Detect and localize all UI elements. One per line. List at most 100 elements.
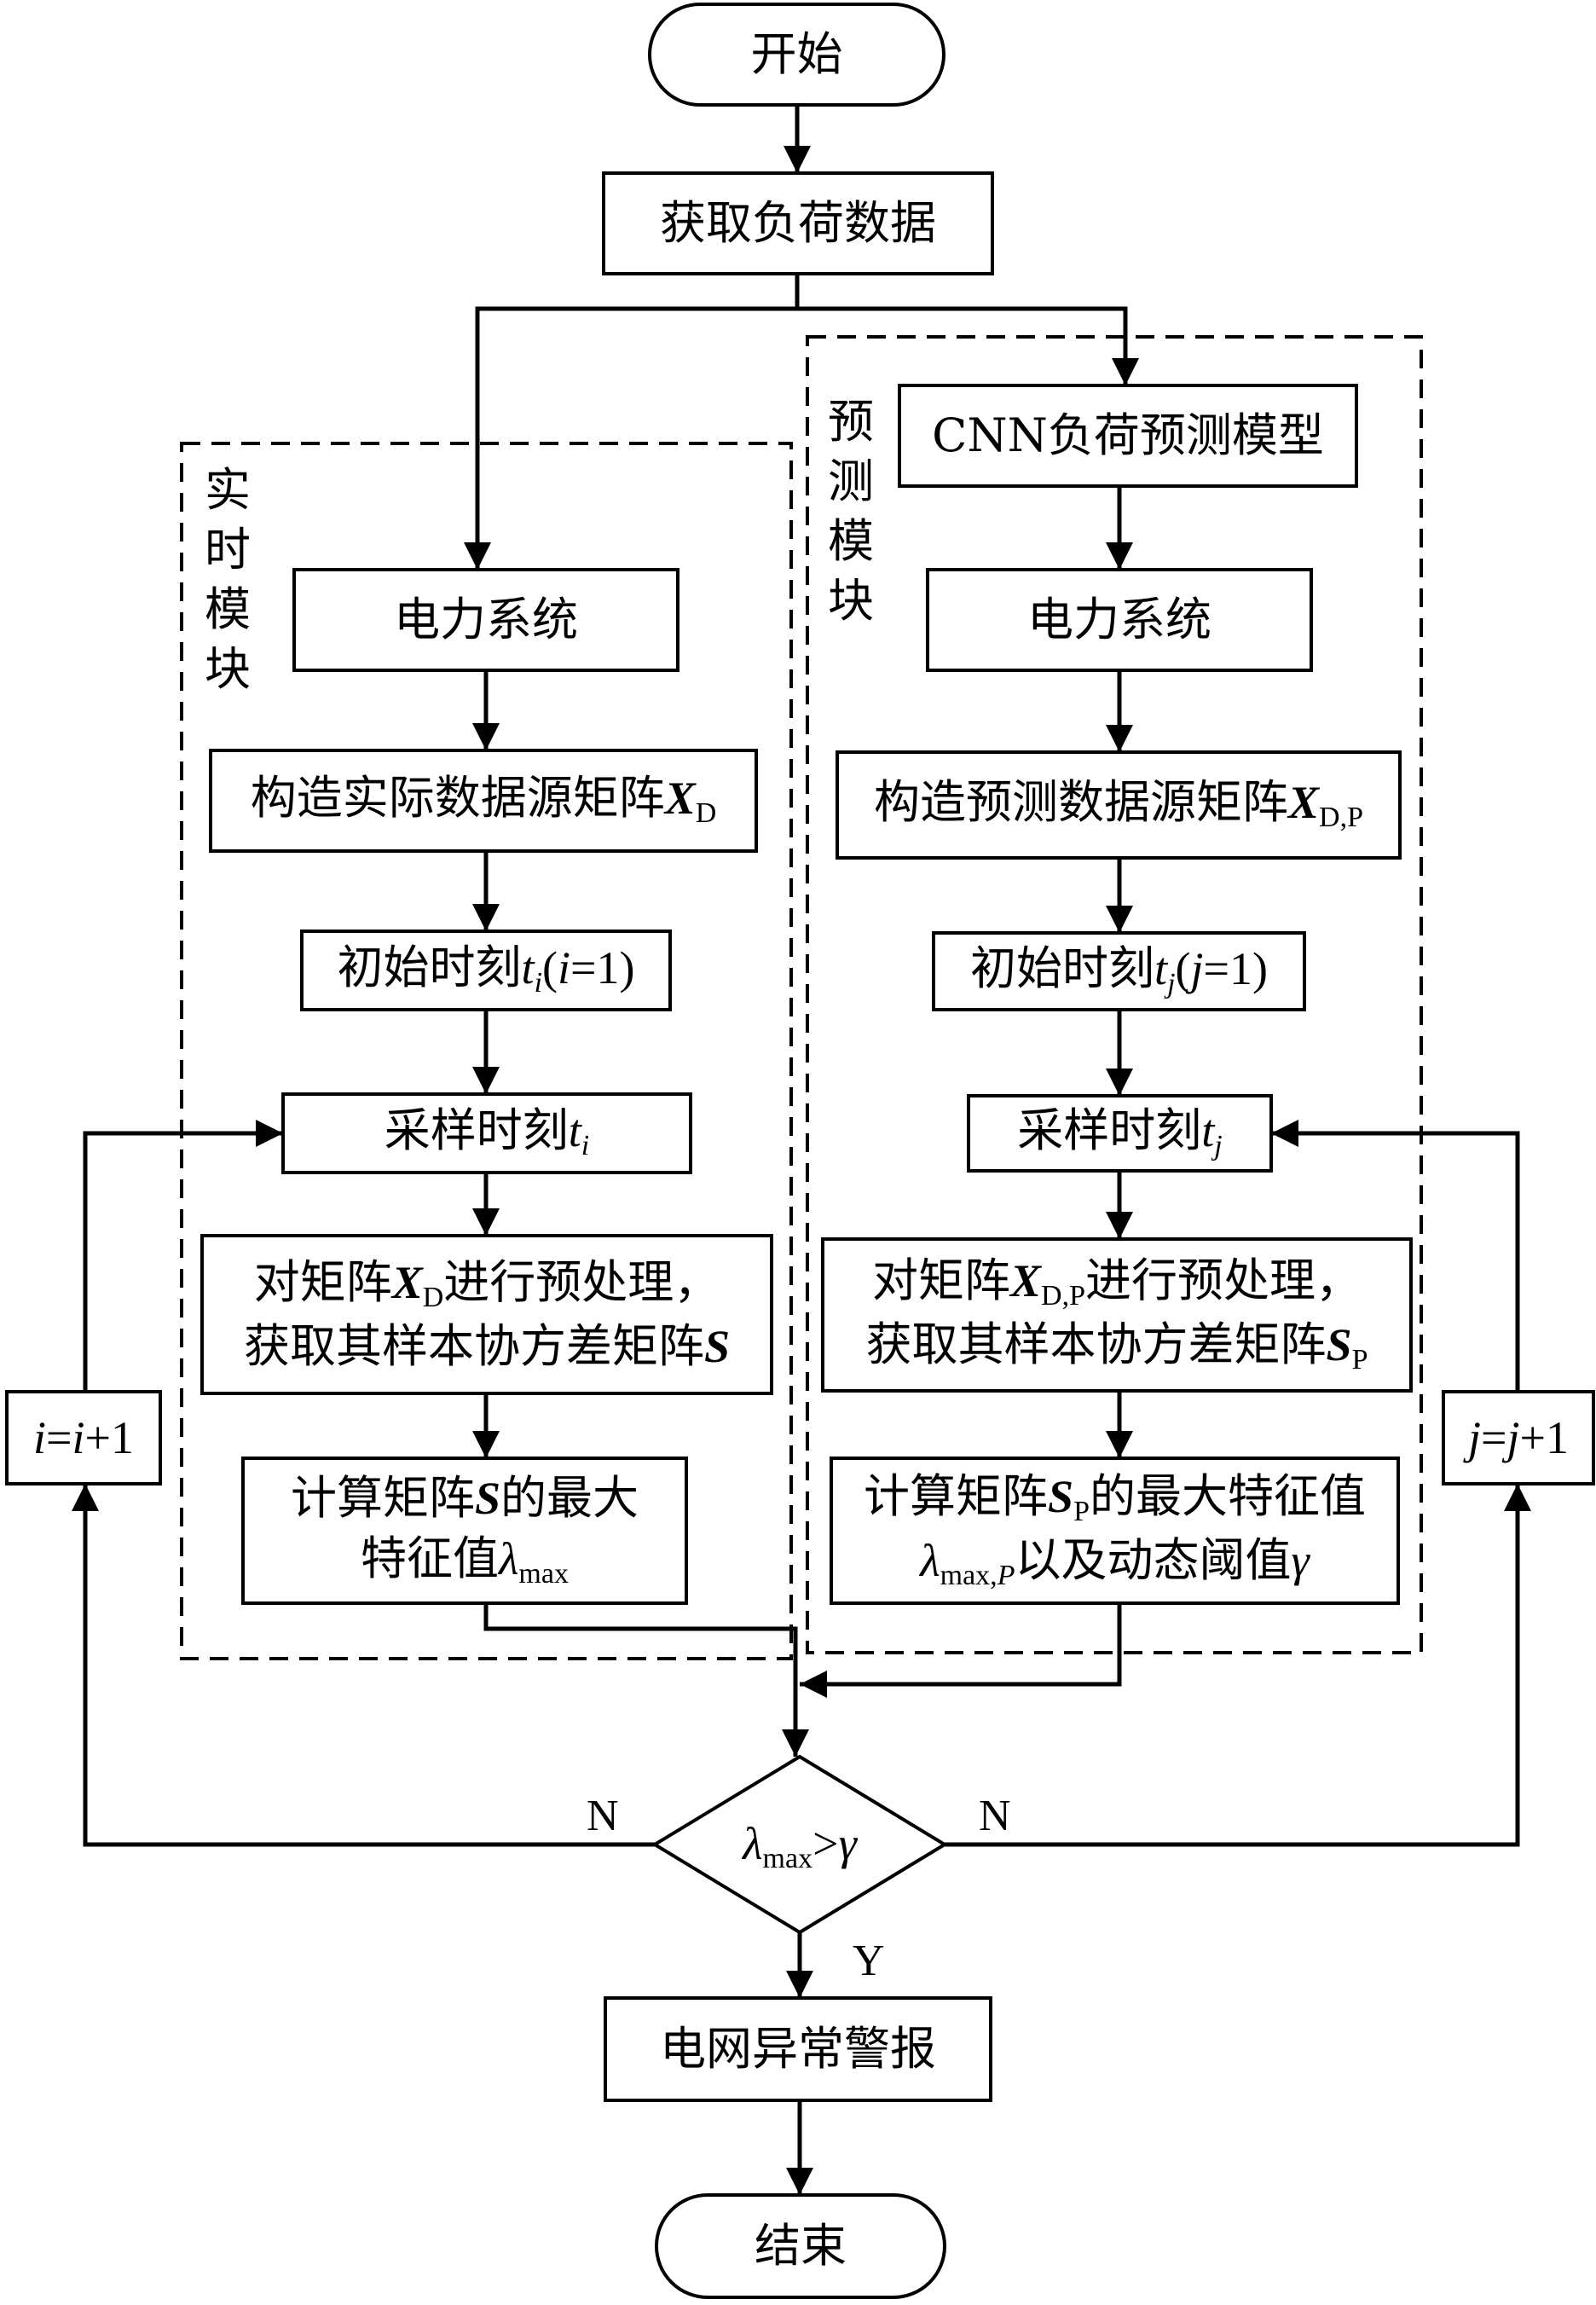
get-load-box	[602, 171, 994, 275]
end-label: 结束	[755, 2218, 847, 2273]
rt-pre-a: 对矩阵	[253, 1254, 392, 1309]
cnn-label: CNN负荷预测模型	[932, 408, 1324, 462]
yes-label: Y	[853, 1937, 885, 1985]
rt-calc-b: 的最大	[500, 1471, 639, 1526]
inc-i-b: =	[46, 1411, 72, 1463]
pr-pre-line2: 获取其样本协方差矩阵	[865, 1318, 1327, 1371]
pr-pre-var2: S	[1326, 1319, 1352, 1370]
pr-sample-t: t	[1201, 1105, 1215, 1157]
edge-rt-merge	[483, 1603, 809, 1757]
pr-power-label: 电力系统	[1027, 592, 1211, 646]
rt-init-idx: i	[558, 942, 571, 994]
rt-init-tsub: i	[534, 967, 543, 999]
rt-calc-lamsub: max	[518, 1557, 569, 1590]
pr-calc-box	[830, 1457, 1400, 1605]
pr-sample-tsub: j	[1214, 1130, 1223, 1162]
pr-calc-lamsub2: P	[997, 1560, 1015, 1591]
rt-preprocess-label: 对矩阵XD进行预处理， 获取其样本协方差矩阵S	[202, 1236, 772, 1393]
start-label: 开始	[750, 26, 843, 81]
rt-init-label: 初始时刻ti(i=1)	[302, 931, 670, 1010]
rt-calc-lam: λ	[499, 1532, 519, 1584]
cnn-box	[898, 384, 1358, 488]
pr-calc-label: 计算矩阵SP的最大特征值 λmax,P以及动态阈值γ	[831, 1458, 1398, 1603]
pr-sample-text: 采样时刻	[1017, 1103, 1202, 1158]
alarm-label: 电网异常警报	[660, 2021, 936, 2076]
rt-sample-tsub: i	[581, 1130, 590, 1162]
inc-j-c: j	[1506, 1411, 1520, 1463]
pr-matrix-var: X	[1288, 777, 1320, 829]
pr-matrix-sub: D,P	[1319, 802, 1363, 834]
edge-pr-merge	[800, 1603, 1122, 1698]
pr-matrix-text: 构造预测数据源矩阵	[874, 775, 1288, 830]
rt-preprocess-box	[200, 1234, 773, 1395]
rt-power-label: 电力系统	[394, 592, 578, 646]
rt-init-rest: =1)	[570, 942, 635, 994]
inc-i-label: i=i+1	[7, 1392, 160, 1484]
pr-pre-a: 对矩阵	[872, 1253, 1010, 1307]
realtime-module-title: 实 时 模 块	[205, 463, 251, 696]
rt-init-open: (	[542, 942, 558, 994]
rt-sample-t: t	[568, 1105, 581, 1157]
pr-calc-a: 计算矩阵	[864, 1468, 1049, 1523]
pr-pre-sub: D,P	[1041, 1279, 1085, 1312]
pr-pre-b: 进行预处理，	[1085, 1253, 1362, 1307]
rt-matrix-var: X	[664, 773, 696, 825]
decision-sub: max	[762, 1843, 813, 1875]
decision-lam: λ	[743, 1818, 763, 1870]
pr-init-open: (	[1175, 943, 1191, 995]
edge-no-left	[72, 1484, 655, 1847]
rt-pre-b: 进行预处理，	[443, 1254, 720, 1309]
rt-power-box	[292, 568, 679, 672]
rt-pre-var: X	[391, 1256, 423, 1308]
predict-module-frame	[806, 335, 1423, 1654]
pr-pre-sub2: P	[1351, 1344, 1368, 1375]
pr-init-label: 初始时刻tj(j=1)	[934, 933, 1304, 1010]
rt-init-t: t	[521, 942, 535, 994]
pr-preprocess-box	[821, 1237, 1413, 1393]
rt-sample-text: 采样时刻	[384, 1103, 569, 1158]
pr-calc-sub: P	[1073, 1495, 1090, 1527]
realtime-module-frame	[180, 442, 793, 1660]
inc-i-d: +1	[84, 1411, 134, 1463]
pr-init-tsub: j	[1167, 968, 1176, 1000]
edge-inc-i-up	[83, 1120, 283, 1392]
rt-calc-var: S	[474, 1473, 501, 1525]
rt-matrix-sub: D	[695, 797, 717, 830]
rt-sample-label: 采样时刻ti	[283, 1094, 691, 1173]
pr-calc-c: 以及动态阈值	[1015, 1533, 1292, 1587]
inc-i-a: i	[33, 1411, 47, 1463]
rt-calc-a: 计算矩阵	[290, 1471, 475, 1526]
pr-calc-lamsub: max,	[940, 1560, 998, 1591]
edge-no-right	[945, 1484, 1531, 1847]
edge-split-left	[464, 274, 800, 570]
edge-split-right	[797, 306, 1139, 385]
pr-init-rest: =1)	[1203, 943, 1268, 995]
decision-op: >	[812, 1818, 839, 1870]
decision-gamma: γ	[838, 1818, 857, 1870]
inc-j-d: +1	[1519, 1411, 1569, 1463]
pr-pre-var: X	[1010, 1254, 1042, 1306]
rt-calc-box	[241, 1457, 688, 1605]
rt-matrix-label: 构造实际数据源矩阵XD	[211, 750, 756, 851]
pr-init-text: 初始时刻	[970, 941, 1155, 996]
rt-pre-line2: 获取其样本协方差矩阵	[243, 1319, 704, 1373]
inc-j-a: j	[1468, 1411, 1482, 1463]
pr-calc-gamma: γ	[1291, 1535, 1310, 1586]
edge-inc-j-up	[1271, 1120, 1520, 1392]
alarm-box	[604, 1996, 992, 2102]
pr-calc-b: 的最大特征值	[1089, 1468, 1366, 1523]
decision-label: λmax>γ	[655, 1808, 945, 1885]
pr-init-t: t	[1154, 943, 1168, 995]
pr-init-box	[932, 931, 1306, 1011]
rt-pre-var2: S	[703, 1321, 731, 1372]
pr-init-idx: j	[1190, 943, 1204, 995]
inc-j-b: =	[1481, 1411, 1507, 1463]
no-right-label: N	[979, 1792, 1011, 1840]
pr-preprocess-label: 对矩阵XD,P进行预处理， 获取其样本协方差矩阵SP	[823, 1239, 1411, 1391]
rt-matrix-text: 构造实际数据源矩阵	[250, 771, 665, 825]
predict-module-title: 预 测 模 块	[828, 395, 874, 628]
no-left-label: N	[587, 1792, 619, 1840]
inc-j-label: j=j+1	[1443, 1392, 1593, 1484]
